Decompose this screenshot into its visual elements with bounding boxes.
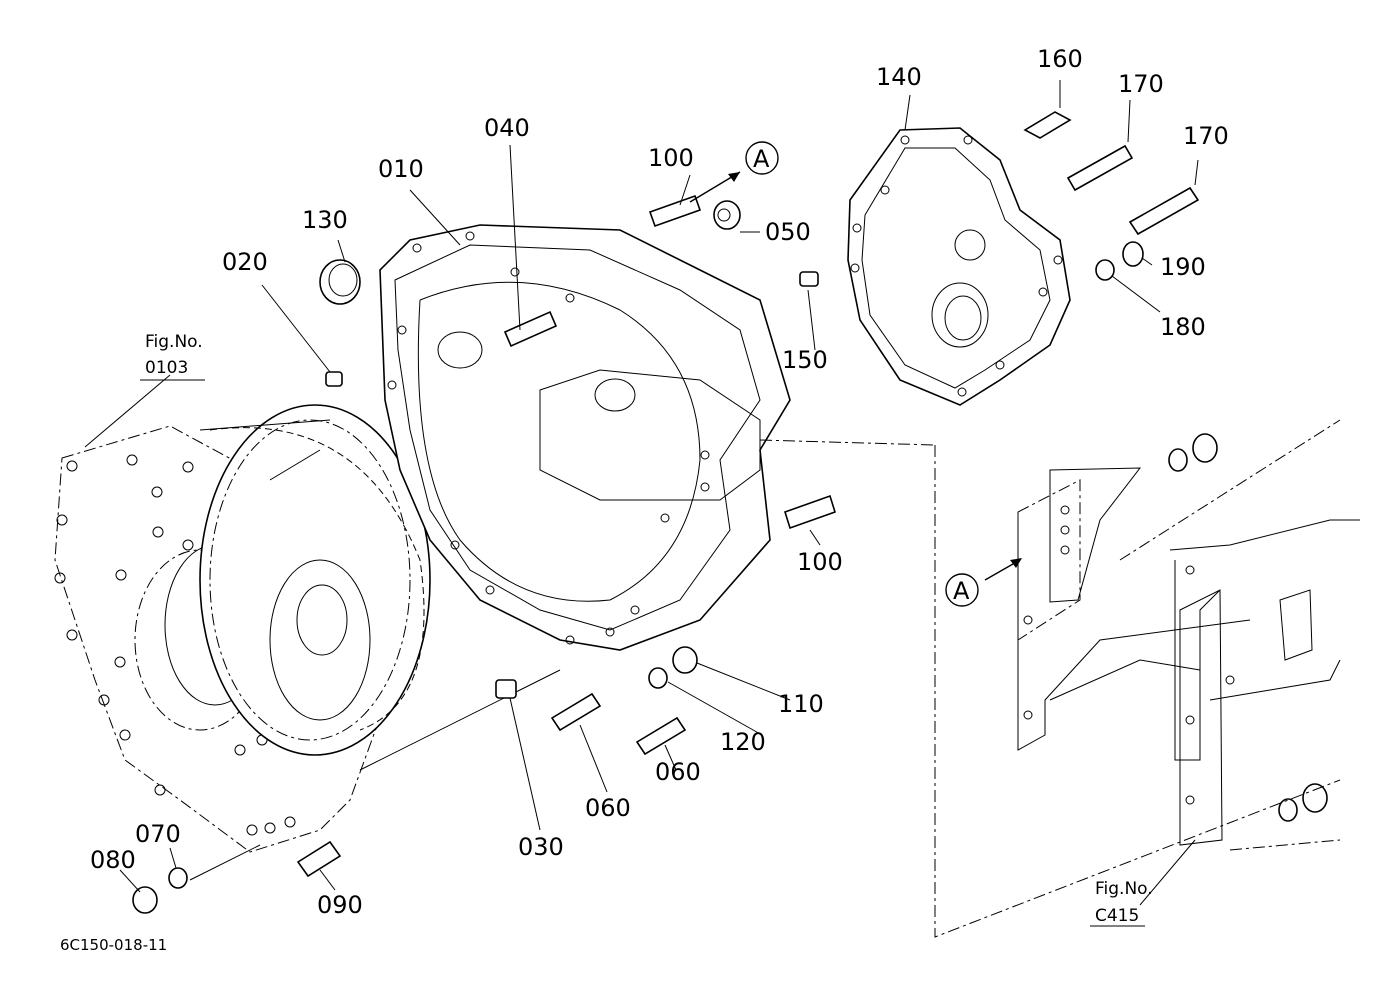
label-060a: 060 [585,794,631,822]
label-100-lower: 100 [797,548,843,576]
marker-a-top: A [745,141,779,175]
label-160: 160 [1037,45,1083,73]
label-010: 010 [378,155,424,183]
label-110: 110 [778,690,824,718]
part-170-bolt-b [1128,186,1200,236]
part-090-bolt [296,840,342,878]
part-050-bushing [713,200,741,230]
label-090: 090 [317,891,363,919]
part-030-pin [495,679,517,699]
label-190: 190 [1160,253,1206,281]
svg-text:A: A [953,577,970,605]
part-170-bolt-a [1066,144,1134,192]
label-170b: 170 [1183,122,1229,150]
fig-ref-c415-number: C415 [1095,906,1139,926]
part-040-stud [503,310,558,348]
fig-ref-0103-number: 0103 [145,358,188,378]
label-070: 070 [135,820,181,848]
label-120: 120 [720,728,766,756]
part-060-bolt-b [635,716,687,756]
part-120-washer [648,667,668,689]
clutch-housing-010 [379,224,791,651]
part-100-stud-lower [784,494,836,530]
marker-a-frame: A [945,573,979,607]
label-100-upper: 100 [648,144,694,172]
part-160-bolt [1023,111,1072,139]
label-140: 140 [876,63,922,91]
part-080-nut [132,886,158,914]
label-180: 180 [1160,313,1206,341]
label-040: 040 [484,114,530,142]
label-130: 130 [302,206,348,234]
part-130-plug [319,259,361,305]
drawing-code: 6C150-018-11 [60,936,167,954]
part-060-bolt-a [550,692,602,732]
label-020: 020 [222,248,268,276]
label-060b: 060 [655,758,701,786]
part-020-pin [325,371,343,387]
flywheel-ring-gear [199,404,431,756]
label-170a: 170 [1118,70,1164,98]
label-050: 050 [765,218,811,246]
part-150-pin [799,271,819,287]
part-100-stud-upper [648,194,702,228]
label-150: 150 [782,346,828,374]
frame-c415 [1017,419,1360,851]
part-180-washer [1095,259,1115,281]
case-cover-140 [847,127,1071,406]
part-190-bolt [1122,241,1144,267]
fig-ref-0103-title: Fig.No. [145,332,203,352]
label-030: 030 [518,833,564,861]
fig-ref-c415-title: Fig.No. [1095,879,1153,899]
svg-text:A: A [753,145,770,173]
label-080: 080 [90,846,136,874]
part-070-washer [168,867,188,889]
part-110-nut [672,646,698,674]
